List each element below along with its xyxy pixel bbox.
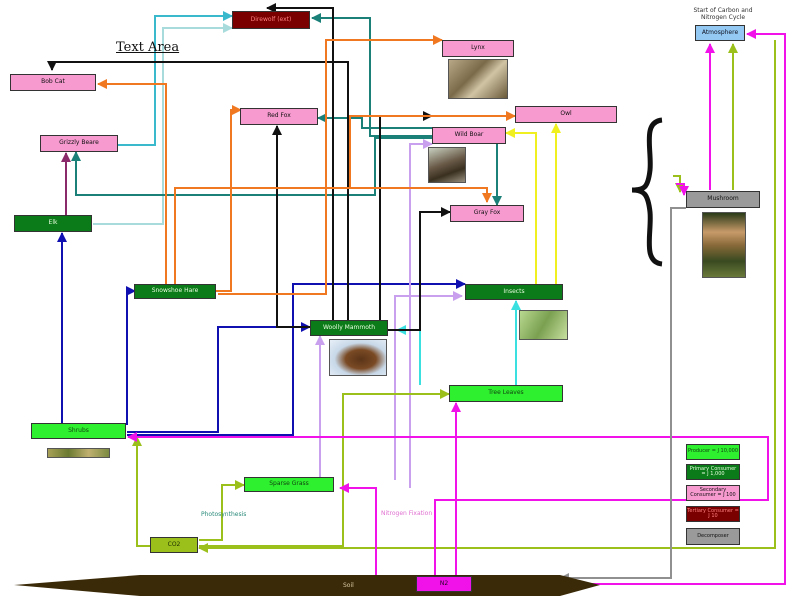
arrow-brace-mushroom-pink (676, 183, 689, 196)
lynx-photo (448, 59, 508, 99)
node-red-fox[interactable]: Red Fox (240, 108, 318, 125)
photosynthesis-label: Photosynthesis (201, 511, 247, 518)
arrow-boar-grizzly (71, 137, 432, 196)
legend-tertiary: Tertiary Consumer = J 10 (686, 506, 740, 522)
arrow-hare-bobcat (97, 79, 167, 285)
arrow-co2-grass (199, 480, 245, 541)
curly-brace-icon (631, 117, 663, 267)
node-grizzly-bear[interactable]: Grizzly Beare (40, 135, 118, 152)
node-owl[interactable]: Owl (515, 106, 617, 123)
node-wild-boar[interactable]: Wild Boar (432, 127, 506, 144)
arrow-mammoth-lynx (47, 61, 349, 320)
arrow-grass-boar (409, 139, 433, 488)
node-insects[interactable]: Insects (465, 284, 563, 300)
node-bob-cat[interactable]: Bob Cat (10, 74, 96, 91)
node-shrubs[interactable]: Shrubs (31, 423, 126, 439)
arrow-mammoth-grayfox (388, 207, 451, 331)
arrow-boar-direwolf (311, 13, 432, 137)
shrubs-photo (47, 448, 110, 458)
node-n2[interactable]: N2 (416, 576, 472, 592)
node-woolly-mammoth[interactable]: Woolly Mammoth (310, 320, 388, 336)
node-gray-fox[interactable]: Gray Fox (450, 205, 524, 222)
mushroom-photo (702, 212, 746, 278)
arrow-grass-insects (394, 291, 463, 480)
arrow-hare-grayfox (175, 187, 492, 203)
arrow-n2-shrubs (127, 432, 769, 576)
arrow-hare-lynx (218, 35, 443, 295)
node-snowshoe-hare[interactable]: Snowshoe Hare (134, 284, 216, 299)
arrow-n2-atmosphere-out (473, 29, 786, 585)
legend-decomposer: Decomposer (686, 528, 740, 545)
node-sparse-grass[interactable]: Sparse Grass (244, 477, 334, 492)
cycle-note: Start of Carbon and Nitrogen Cycle (693, 7, 753, 21)
arrow-grizzly-direwolf (118, 11, 233, 146)
arrow-co2-shrubs (132, 436, 150, 547)
arrow-insects-boar (505, 128, 537, 284)
arrow-mammoth-direwolf (266, 3, 334, 320)
arrow-mammoth-redfox (272, 125, 310, 328)
node-lynx[interactable]: Lynx (442, 40, 514, 57)
legend-secondary: Secondary Consumer = J 100 (686, 485, 740, 501)
soil-label: Soil (343, 582, 354, 589)
text-area-title: Text Area (116, 40, 180, 55)
node-mushroom[interactable]: Mushroom (686, 191, 760, 208)
arrow-shrubs-mammoth (127, 322, 311, 433)
arrow-shrubs-hare (126, 286, 136, 425)
woolly-mammoth-photo (329, 339, 387, 376)
node-atmosphere[interactable]: Atmosphere (695, 25, 745, 41)
node-co2[interactable]: CO2 (150, 537, 198, 553)
arrow-elk-direwolf (93, 23, 233, 225)
node-dire-wolf[interactable]: Direwolf (ext) (232, 11, 310, 29)
node-elk[interactable]: Elk (14, 215, 92, 232)
legend-producer: Producer = J 10,000 (686, 444, 740, 460)
arrow-atmosphere-co2 (198, 40, 776, 553)
legend-primary: Primary Consumer = J 1,000 (686, 464, 740, 480)
nitrogen-fixation-label: Nitrogen Fixation (381, 510, 433, 517)
arrow-mushroom-soil (559, 207, 686, 583)
insect-photo (519, 310, 568, 340)
arrow-boar-redfox (317, 113, 432, 129)
node-tree-leaves[interactable]: Tree Leaves (449, 385, 563, 402)
wild-boar-photo (428, 147, 466, 183)
arrow-co2-leaves (199, 389, 450, 547)
arrow-hare-redfox (215, 105, 242, 292)
